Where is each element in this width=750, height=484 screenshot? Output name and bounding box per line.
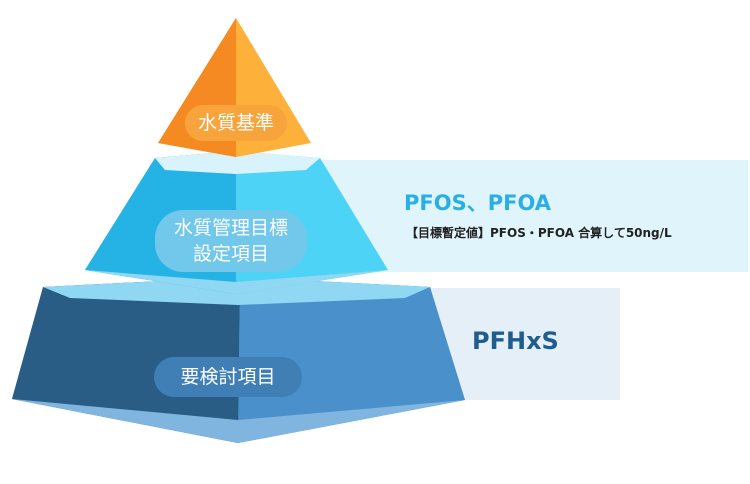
bottom-tier-pill <box>154 357 302 397</box>
middle-tier-pill <box>155 210 307 272</box>
middle-tier-base <box>85 270 388 294</box>
bottom-tier-base <box>12 399 465 443</box>
middle-tier-label-line2: 設定項目 <box>192 243 269 265</box>
bottom-tier-right <box>238 277 465 443</box>
middle-tier-panel <box>318 160 748 272</box>
top-tier-label: 水質基準 <box>197 112 274 134</box>
middle-tier-label-line1: 水質管理目標 <box>173 217 288 239</box>
middle-panel-title: PFOS、PFOA <box>404 191 551 215</box>
top-tier-pill <box>185 105 287 141</box>
bottom-panel-title: PFHxS <box>472 327 559 355</box>
bottom-tier-label: 要検討項目 <box>180 366 276 388</box>
bottom-tier-left <box>12 277 240 443</box>
middle-tier-top-band <box>155 151 320 174</box>
middle-panel-note: 【目標暫定値】PFOS・PFOA 合算して50ng/L <box>406 226 672 240</box>
